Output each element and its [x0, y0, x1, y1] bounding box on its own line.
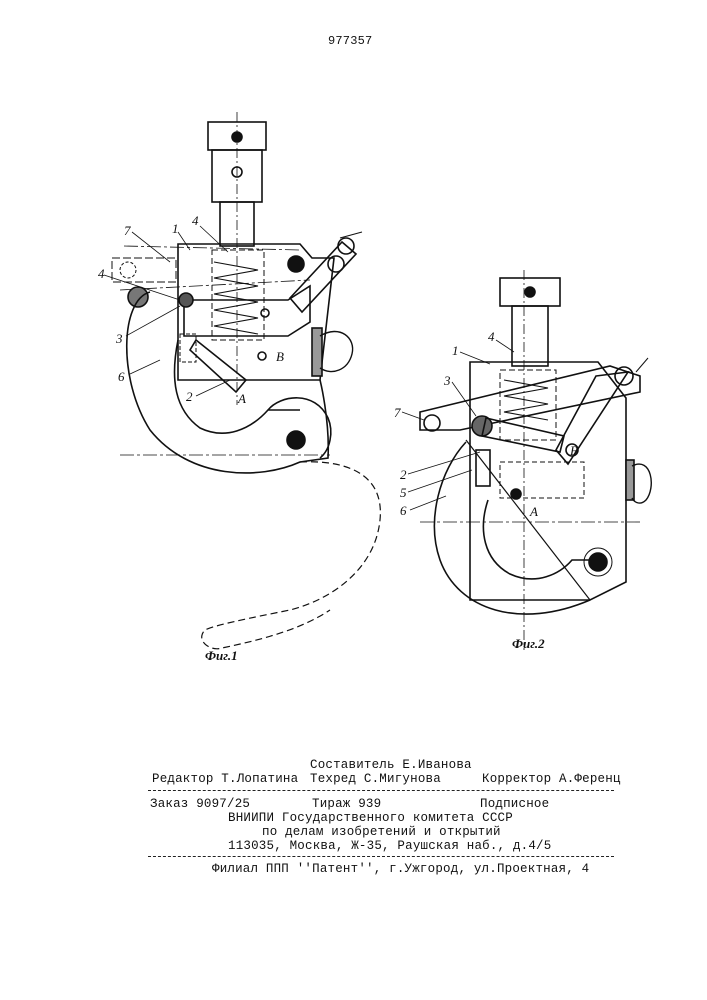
fig1-label-4-top: 4: [192, 214, 199, 227]
editor-line: Редактор Т.Лопатина: [152, 772, 298, 786]
compiler-line: Составитель Е.Иванова: [310, 758, 472, 772]
fig2-label-1: 1: [452, 344, 459, 357]
fig2-label-6: 6: [400, 504, 407, 517]
fig1-label-2: 2: [186, 390, 193, 403]
branch-line: Филиал ППП ''Патент'', г.Ужгород, ул.Про…: [212, 862, 589, 876]
fig1-label-4-left: 4: [98, 267, 105, 280]
order-line: Заказ 9097/25: [150, 797, 250, 811]
techred-line: Техред С.Мигунова: [310, 772, 441, 786]
fig2-label-7: 7: [394, 406, 401, 419]
org-line-1: ВНИИПИ Государственного комитета СССР: [228, 811, 513, 825]
fig2-hook: [434, 442, 590, 614]
fig1-label-1: 1: [172, 222, 179, 235]
imprint-divider-bottom: [148, 856, 614, 857]
circulation-line: Тираж 939: [312, 797, 381, 811]
fig1-label-3: 3: [116, 332, 123, 345]
fig2-label-5: 5: [400, 486, 407, 499]
fig1-label-7: 7: [124, 224, 131, 237]
address-line: 113035, Москва, Ж-35, Раушская наб., д.4…: [228, 839, 551, 853]
imprint-divider-top: [148, 790, 614, 791]
fig1-label-6: 6: [118, 370, 125, 383]
corrector-line: Корректор А.Ференц: [482, 772, 621, 786]
fig2-label-2: 2: [400, 468, 407, 481]
fig2-label-3: 3: [444, 374, 451, 387]
fig1-caption: Фиг.1: [205, 648, 238, 664]
fig1-label-A: A: [238, 392, 246, 405]
fig2-label-A: A: [530, 505, 538, 518]
fig2-label-4: 4: [488, 330, 495, 343]
fig2-caption: Фиг.2: [512, 636, 545, 652]
fig1-label-B: B: [276, 350, 284, 363]
org-line-2: по делам изобретений и открытий: [262, 825, 501, 839]
subscription-line: Подписное: [480, 797, 549, 811]
fig2-label-B: B: [570, 444, 578, 457]
figure-1-drawing: [0, 0, 707, 700]
